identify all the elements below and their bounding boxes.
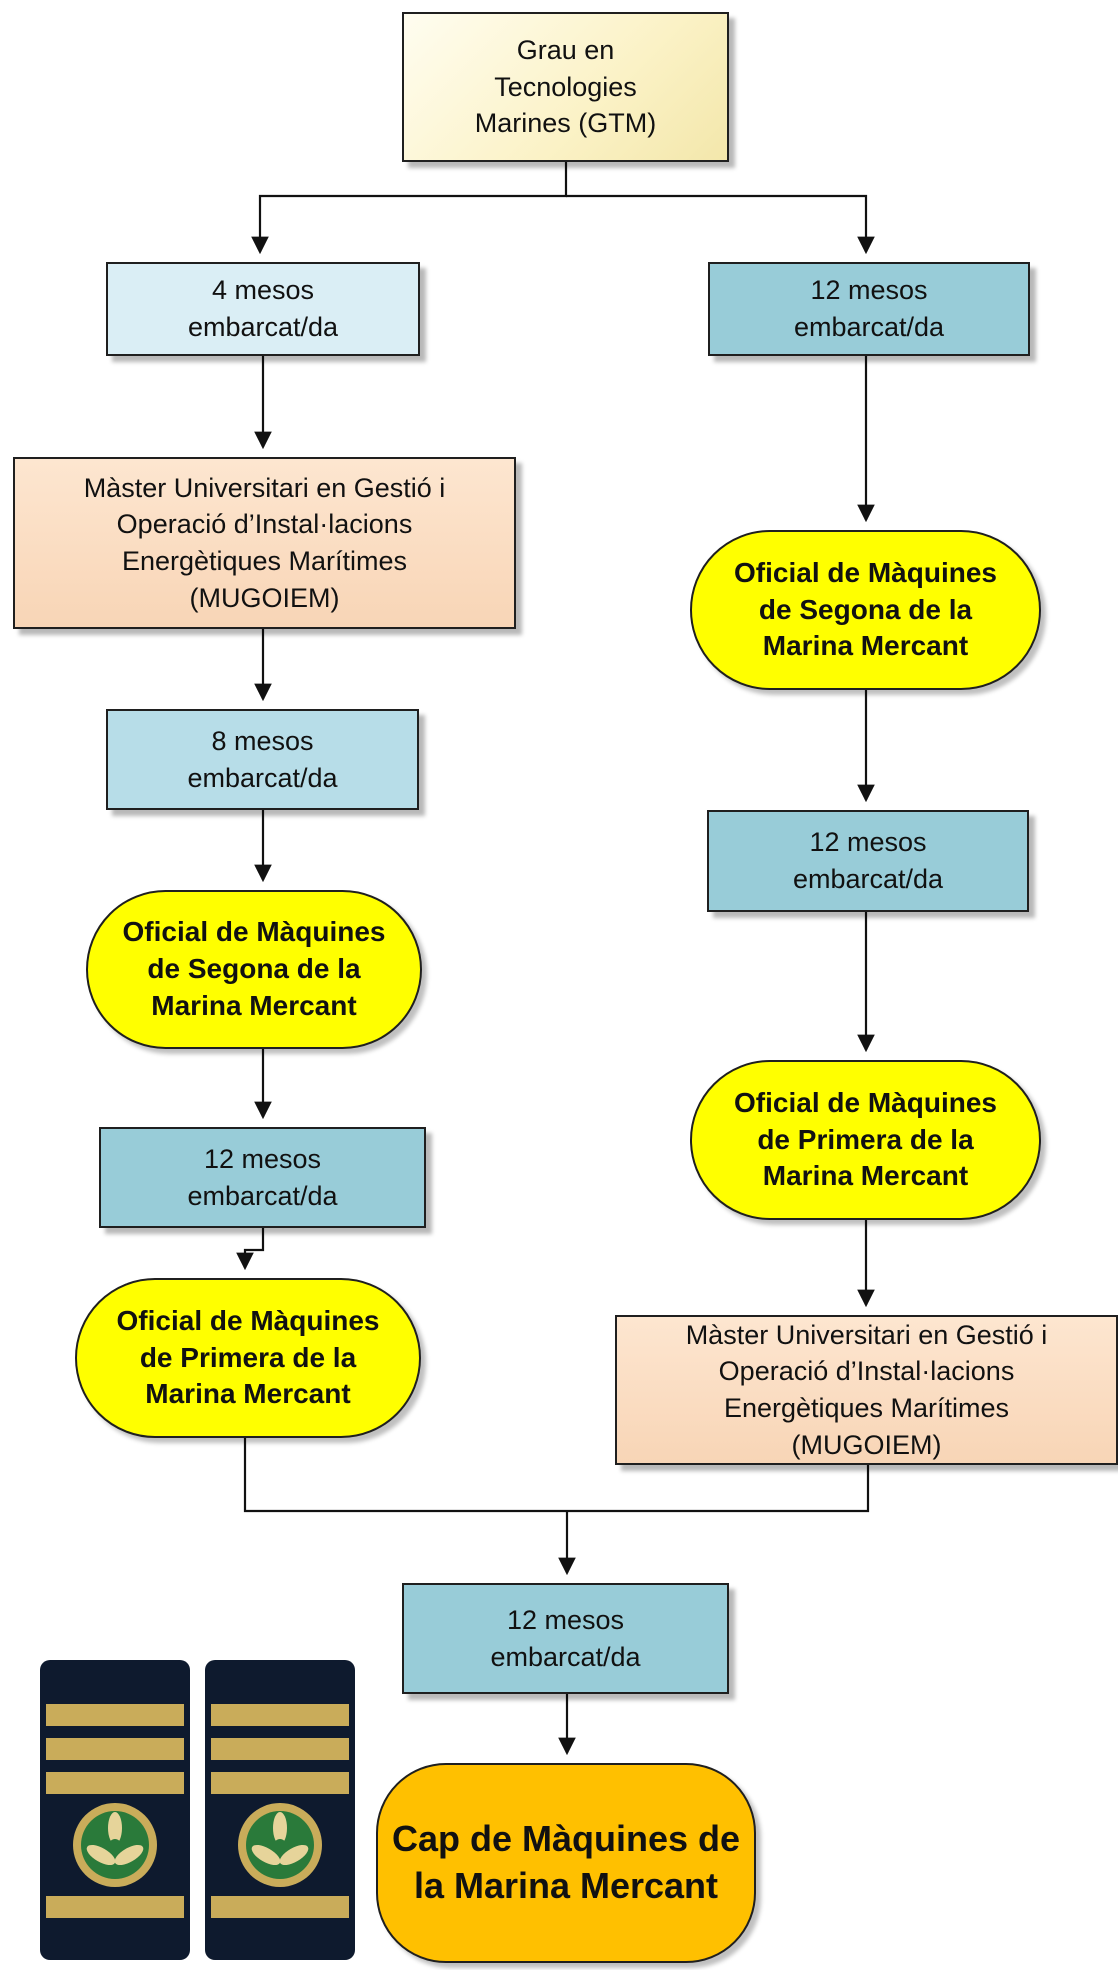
edge-gtm-split: [251, 162, 568, 255]
right-segona-officer-pill: Oficial de Màquines de Segona de la Mari…: [690, 530, 1041, 690]
right-primera-officer-pill: Oficial de Màquines de Primera de la Mar…: [690, 1060, 1041, 1220]
edge-gtm-right: [566, 194, 875, 255]
left-segona-officer-pill: Oficial de Màquines de Segona de la Mari…: [86, 890, 422, 1049]
gtm-degree-box: Grau en Tecnologies Marines (GTM): [402, 12, 729, 162]
left-8-months-box: 8 mesos embarcat/da: [106, 709, 419, 810]
edge-merge-left: [243, 1438, 870, 1513]
chief-engineer-insignia-icon: [40, 1660, 190, 1960]
bottom-12-months-box: 12 mesos embarcat/da: [402, 1583, 729, 1694]
right-12-months-box-b: 12 mesos embarcat/da: [707, 810, 1029, 912]
chief-engineer-pill: Cap de Màquines de la Marina Mercant: [376, 1763, 756, 1963]
chief-engineer-insignia-icon-2: [205, 1660, 355, 1960]
right-master-box: Màster Universitari en Gestió i Operació…: [615, 1315, 1118, 1465]
left-primera-officer-pill: Oficial de Màquines de Primera de la Mar…: [75, 1278, 421, 1438]
left-4-months-box: 4 mesos embarcat/da: [106, 262, 420, 356]
right-12-months-box-a: 12 mesos embarcat/da: [708, 262, 1030, 356]
edge-left-12m-primera: [236, 1228, 265, 1271]
left-12-months-box: 12 mesos embarcat/da: [99, 1127, 426, 1228]
left-master-box: Màster Universitari en Gestió i Operació…: [13, 457, 516, 629]
